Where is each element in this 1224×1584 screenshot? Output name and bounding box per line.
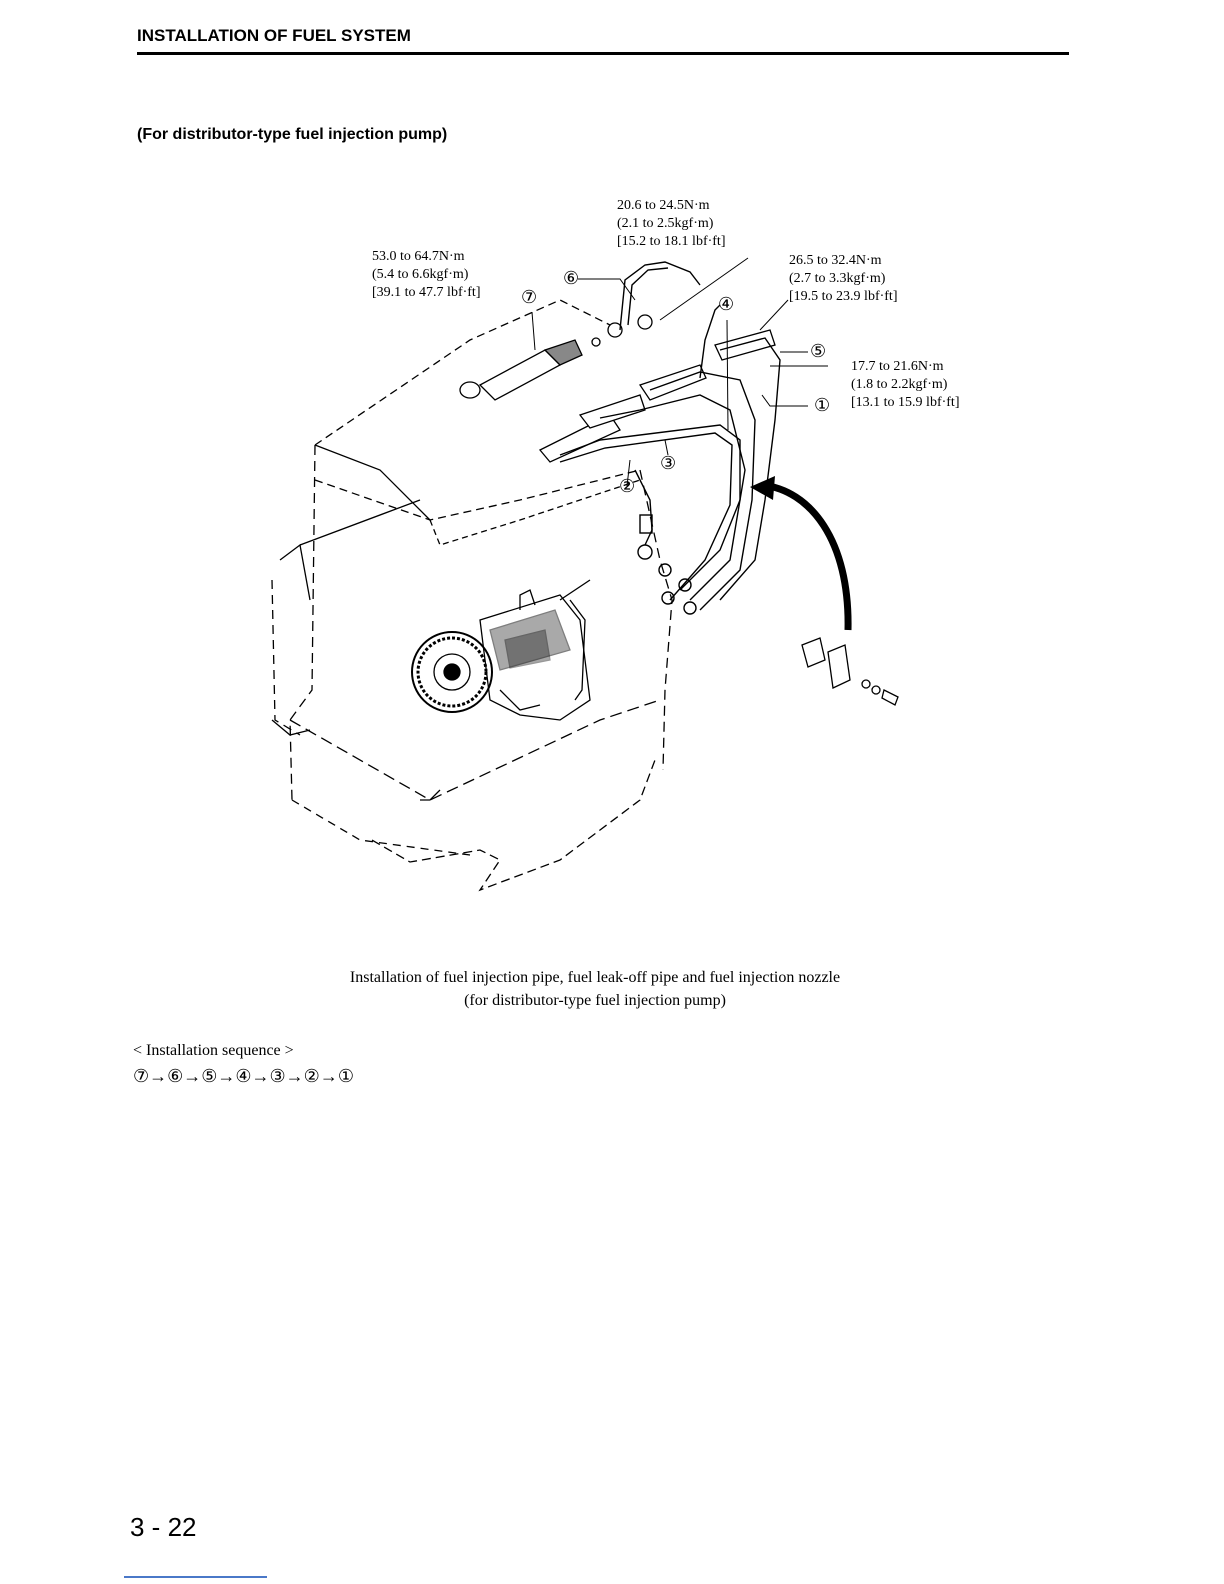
assembly-arrow (750, 476, 852, 631)
torque-spec-pipe-pump-side: 17.7 to 21.6N·m (1.8 to 2.2kgf·m) [13.1 … (851, 358, 959, 412)
injection-pump (411, 579, 591, 721)
section-subtitle: (For distributor-type fuel injection pum… (137, 126, 448, 143)
callout-6: ⑥ (563, 268, 580, 288)
torque-kgf: (2.1 to 2.5kgf·m) (617, 216, 714, 231)
page-header-title: INSTALLATION OF FUEL SYSTEM (137, 26, 411, 45)
installation-sequence-label: < Installation sequence > (133, 1042, 294, 1059)
torque-lbf: [13.1 to 15.9 lbf·ft] (851, 395, 960, 410)
footer-link-underline (124, 1576, 267, 1578)
callout-3: ③ (660, 453, 677, 473)
leader-lines (531, 257, 828, 487)
pipe-clamp-parts (801, 637, 899, 706)
callout-4: ④ (718, 294, 735, 314)
callout-5: ⑤ (810, 341, 827, 361)
installation-sequence-value: ⑦→⑥→⑤→④→③→②→① (133, 1066, 354, 1086)
callout-7: ⑦ (521, 287, 538, 307)
figure-caption: Installation of fuel injection pipe, fue… (0, 966, 1190, 1012)
torque-kgf: (2.7 to 3.3kgf·m) (789, 271, 886, 286)
engine-outline (271, 299, 673, 892)
torque-spec-pipe-nozzle-side: 26.5 to 32.4N·m (2.7 to 3.3kgf·m) [19.5 … (789, 252, 897, 306)
fuel-injection-nozzles (459, 314, 776, 463)
callout-2: ② (619, 476, 636, 496)
torque-kgf: (5.4 to 6.6kgf·m) (372, 267, 469, 282)
torque-kgf: (1.8 to 2.2kgf·m) (851, 377, 948, 392)
fuel-injection-pipes (559, 261, 781, 615)
page-number: 3 - 22 (130, 1512, 197, 1542)
torque-spec-leak-off-bolt: 20.6 to 24.5N·m (2.1 to 2.5kgf·m) [15.2 … (617, 197, 725, 251)
torque-lbf: [19.5 to 23.9 lbf·ft] (789, 289, 898, 304)
torque-spec-nozzle: 53.0 to 64.7N·m (5.4 to 6.6kgf·m) [39.1 … (372, 248, 480, 302)
callout-1: ① (814, 395, 831, 415)
caption-line-1: Installation of fuel injection pipe, fue… (349, 969, 841, 986)
torque-nm: 26.5 to 32.4N·m (789, 253, 882, 268)
torque-nm: 53.0 to 64.7N·m (372, 249, 465, 264)
torque-lbf: [39.1 to 47.7 lbf·ft] (372, 285, 481, 300)
torque-lbf: [15.2 to 18.1 lbf·ft] (617, 234, 726, 249)
caption-line-2: (for distributor-type fuel injection pum… (464, 992, 726, 1009)
torque-nm: 17.7 to 21.6N·m (851, 359, 944, 374)
header-rule (137, 52, 1069, 55)
torque-nm: 20.6 to 24.5N·m (617, 198, 710, 213)
